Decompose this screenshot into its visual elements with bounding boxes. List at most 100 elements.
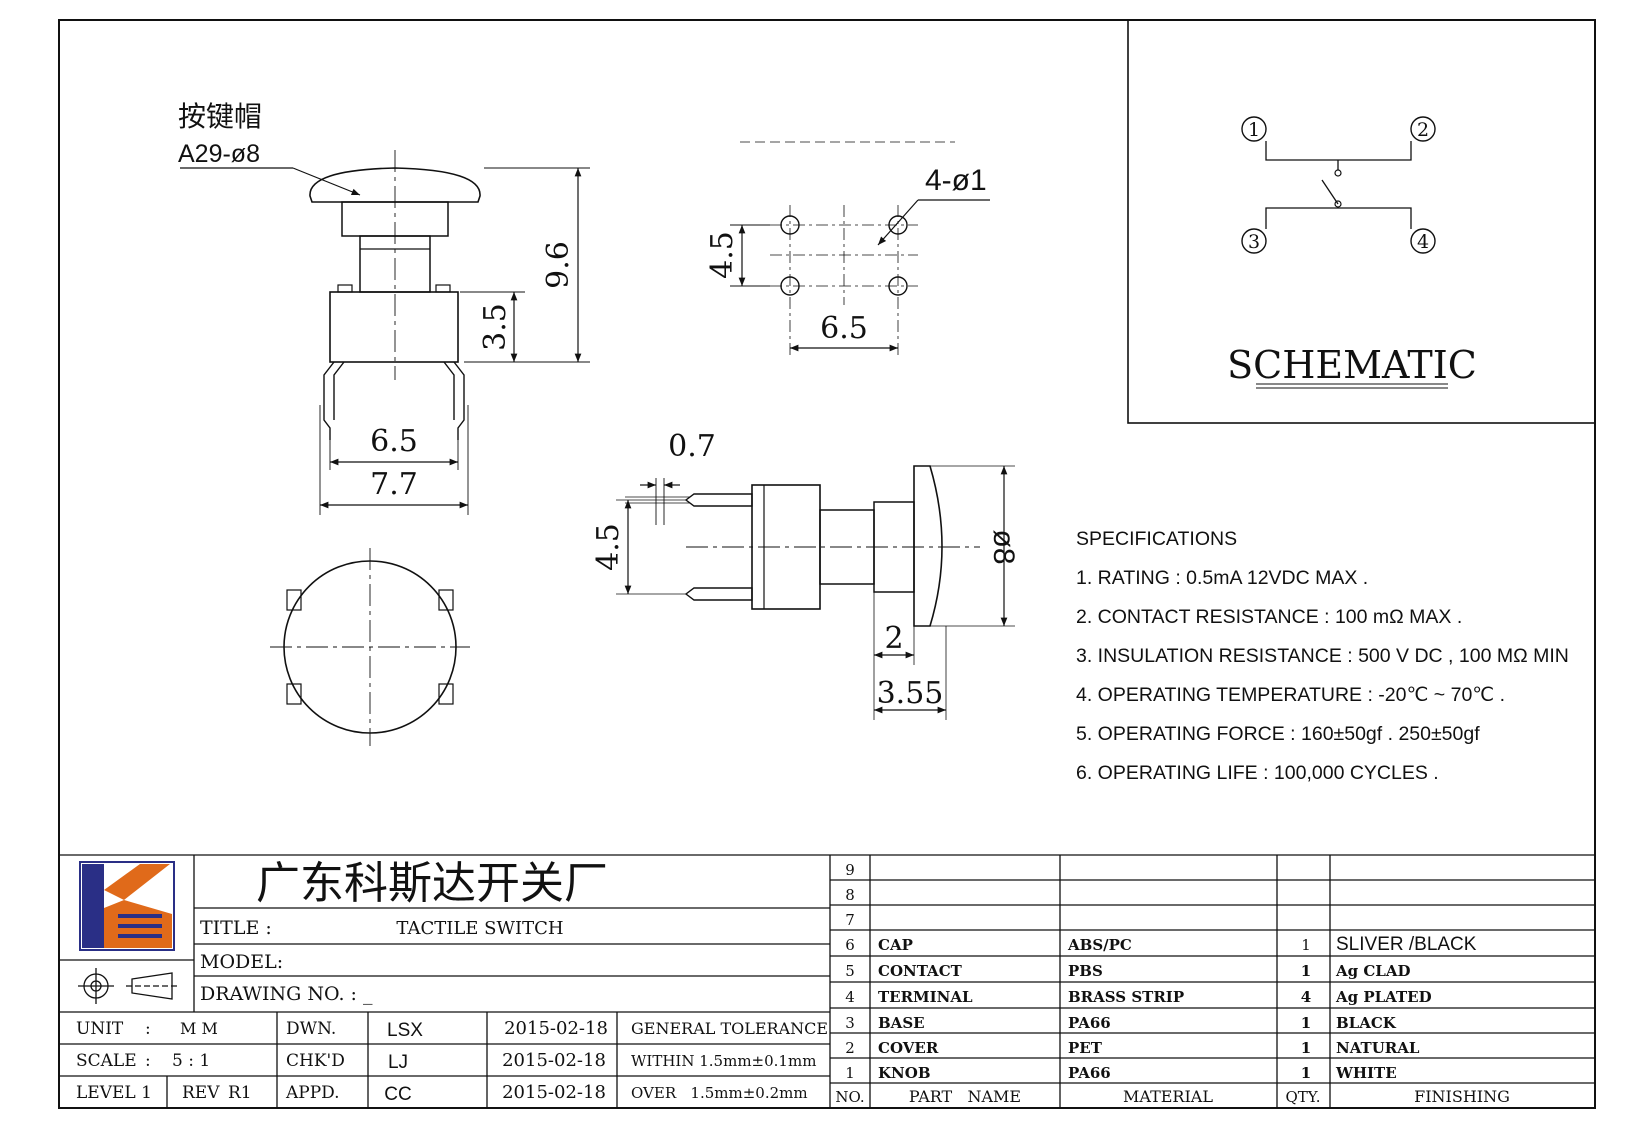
tolerance-within: WITHIN 1.5mm±0.1mm <box>631 1052 816 1070</box>
bom-finishing: NATURAL <box>1336 1039 1420 1057</box>
projection-symbol-icon <box>78 968 178 1004</box>
bom-finishing: Ag CLAD <box>1335 962 1410 980</box>
bom-no: 3 <box>845 1014 855 1032</box>
chk-name: LJ <box>388 1052 408 1073</box>
dim-pcb-vertical: 4.5 <box>705 231 740 279</box>
bom-grid <box>830 855 1595 1108</box>
spec-item: 2. CONTACT RESISTANCE : 100 mΩ MAX . <box>1076 606 1463 628</box>
spec-item: 4. OPERATING TEMPERATURE : -20℃ ~ 70℃ . <box>1076 684 1506 706</box>
bom-qty: 1 <box>1301 936 1311 954</box>
dim-pcb-horizontal: 6.5 <box>820 311 868 346</box>
side-view <box>616 465 1015 720</box>
bom-no: 7 <box>845 911 855 929</box>
dwn-role: DWN. <box>286 1019 336 1039</box>
chk-role: CHK'D <box>286 1051 345 1071</box>
bom-no: 1 <box>845 1064 855 1082</box>
specifications: SPECIFICATIONS 1. RATING : 0.5mA 12VDC M… <box>1076 520 1569 793</box>
unit-value: M M <box>180 1019 218 1038</box>
scale-label: SCALE <box>76 1051 137 1071</box>
bom-no: 2 <box>845 1039 855 1057</box>
bom-qty: 1 <box>1301 1039 1311 1057</box>
bom-qty: 1 <box>1301 962 1311 980</box>
dim-cap-depth: 3.55 <box>877 676 944 711</box>
bom-no: 9 <box>845 861 855 879</box>
front-view <box>180 150 590 515</box>
bom-qty: 4 <box>1301 988 1311 1006</box>
bom-no: 4 <box>845 988 855 1006</box>
bom-material: PET <box>1068 1039 1103 1057</box>
dim-cap-dia: ø8 <box>987 529 1020 564</box>
dim-body-height: 3.5 <box>478 303 513 351</box>
specifications-heading: SPECIFICATIONS <box>1076 528 1238 550</box>
title-value: TACTILE SWITCH <box>396 918 563 939</box>
rev-value: R1 <box>228 1083 252 1103</box>
pin-4-label: 4 <box>1417 231 1429 253</box>
tolerance-general: GENERAL TOLERANCE <box>631 1019 828 1038</box>
bom-part: BASE <box>878 1014 925 1032</box>
unit-label: UNIT <box>76 1019 124 1039</box>
bom-part: TERMINAL <box>878 988 973 1006</box>
level-label: LEVEL 1 <box>76 1083 152 1103</box>
cap-callout-code: A29-ø8 <box>178 140 260 168</box>
top-view <box>270 548 470 746</box>
bom-no: 6 <box>845 936 855 954</box>
bom-finishing: SLIVER /BLACK <box>1336 934 1477 955</box>
pin-2-label: 2 <box>1417 119 1429 141</box>
sheet-border <box>58 19 1596 1109</box>
bom-material: PA66 <box>1068 1064 1111 1082</box>
dwn-date: 2015-02-18 <box>504 1018 608 1039</box>
company-logo <box>79 861 175 951</box>
bom-material: BRASS STRIP <box>1068 988 1184 1006</box>
bom-part: KNOB <box>878 1064 931 1082</box>
bom-header-material: MATERIAL <box>1123 1087 1213 1106</box>
drawing-no-label: DRAWING NO. : _ <box>200 983 373 1005</box>
bom-qty: 1 <box>1301 1014 1311 1032</box>
bom-finishing: Ag PLATED <box>1335 988 1432 1006</box>
title-block-grid <box>59 854 1595 1108</box>
dim-height-total: 9.6 <box>541 241 576 289</box>
appd-date: 2015-02-18 <box>502 1082 606 1103</box>
bom-qty: 1 <box>1301 1064 1311 1082</box>
dim-front-pin-span: 6.5 <box>370 424 418 459</box>
pcb-layout-view <box>730 141 990 356</box>
spec-item: 5. OPERATING FORCE : 160±50gf . 250±50gf <box>1076 723 1480 745</box>
dim-pin-width: 0.7 <box>668 429 716 464</box>
appd-role: APPD. <box>285 1083 340 1103</box>
tolerance-over: OVER 1.5mm±0.2mm <box>631 1084 808 1102</box>
bom-part: COVER <box>878 1039 939 1057</box>
chk-date: 2015-02-18 <box>502 1050 606 1071</box>
bom-part: CAP <box>878 936 913 954</box>
pin-1-label: 1 <box>1248 119 1260 141</box>
dim-hole-label: 4-ø1 <box>925 164 987 197</box>
scale-value: 5 : 1 <box>172 1051 210 1071</box>
bom-part: CONTACT <box>878 962 963 980</box>
model-label: MODEL: <box>200 951 283 973</box>
bom-no: 8 <box>845 886 855 904</box>
bom-no: 5 <box>845 962 855 980</box>
bom-header-no: NO. <box>835 1088 864 1106</box>
pin-3-label: 3 <box>1248 231 1260 253</box>
title-label: TITLE : <box>200 917 272 939</box>
dim-cap-offset: 2 <box>884 621 903 656</box>
bom-material: PBS <box>1068 962 1103 980</box>
company-name: 广东科斯达开关厂 <box>256 858 608 909</box>
dim-pin-pitch: 4.5 <box>591 523 626 571</box>
appd-name: CC <box>384 1084 411 1105</box>
schematic-title: SCHEMATIC <box>1227 343 1477 387</box>
spec-item: 1. RATING : 0.5mA 12VDC MAX . <box>1076 567 1369 589</box>
bom-material: ABS/PC <box>1067 936 1132 954</box>
cap-callout-cn: 按键帽 <box>178 100 262 133</box>
scale-sep: : <box>145 1051 151 1071</box>
dim-body-width: 7.7 <box>370 467 418 502</box>
schematic-panel <box>1127 19 1596 424</box>
bom-finishing: BLACK <box>1336 1014 1397 1032</box>
spec-item: 6. OPERATING LIFE : 100,000 CYCLES . <box>1076 762 1439 784</box>
rev-label: REV <box>182 1083 220 1103</box>
bom-material: PA66 <box>1068 1014 1111 1032</box>
spec-item: 3. INSULATION RESISTANCE : 500 V DC , 10… <box>1076 645 1569 667</box>
bom-header-qty: QTY. <box>1285 1088 1320 1106</box>
bom-header-part: PART NAME <box>909 1087 1021 1106</box>
bom-finishing: WHITE <box>1335 1064 1397 1082</box>
